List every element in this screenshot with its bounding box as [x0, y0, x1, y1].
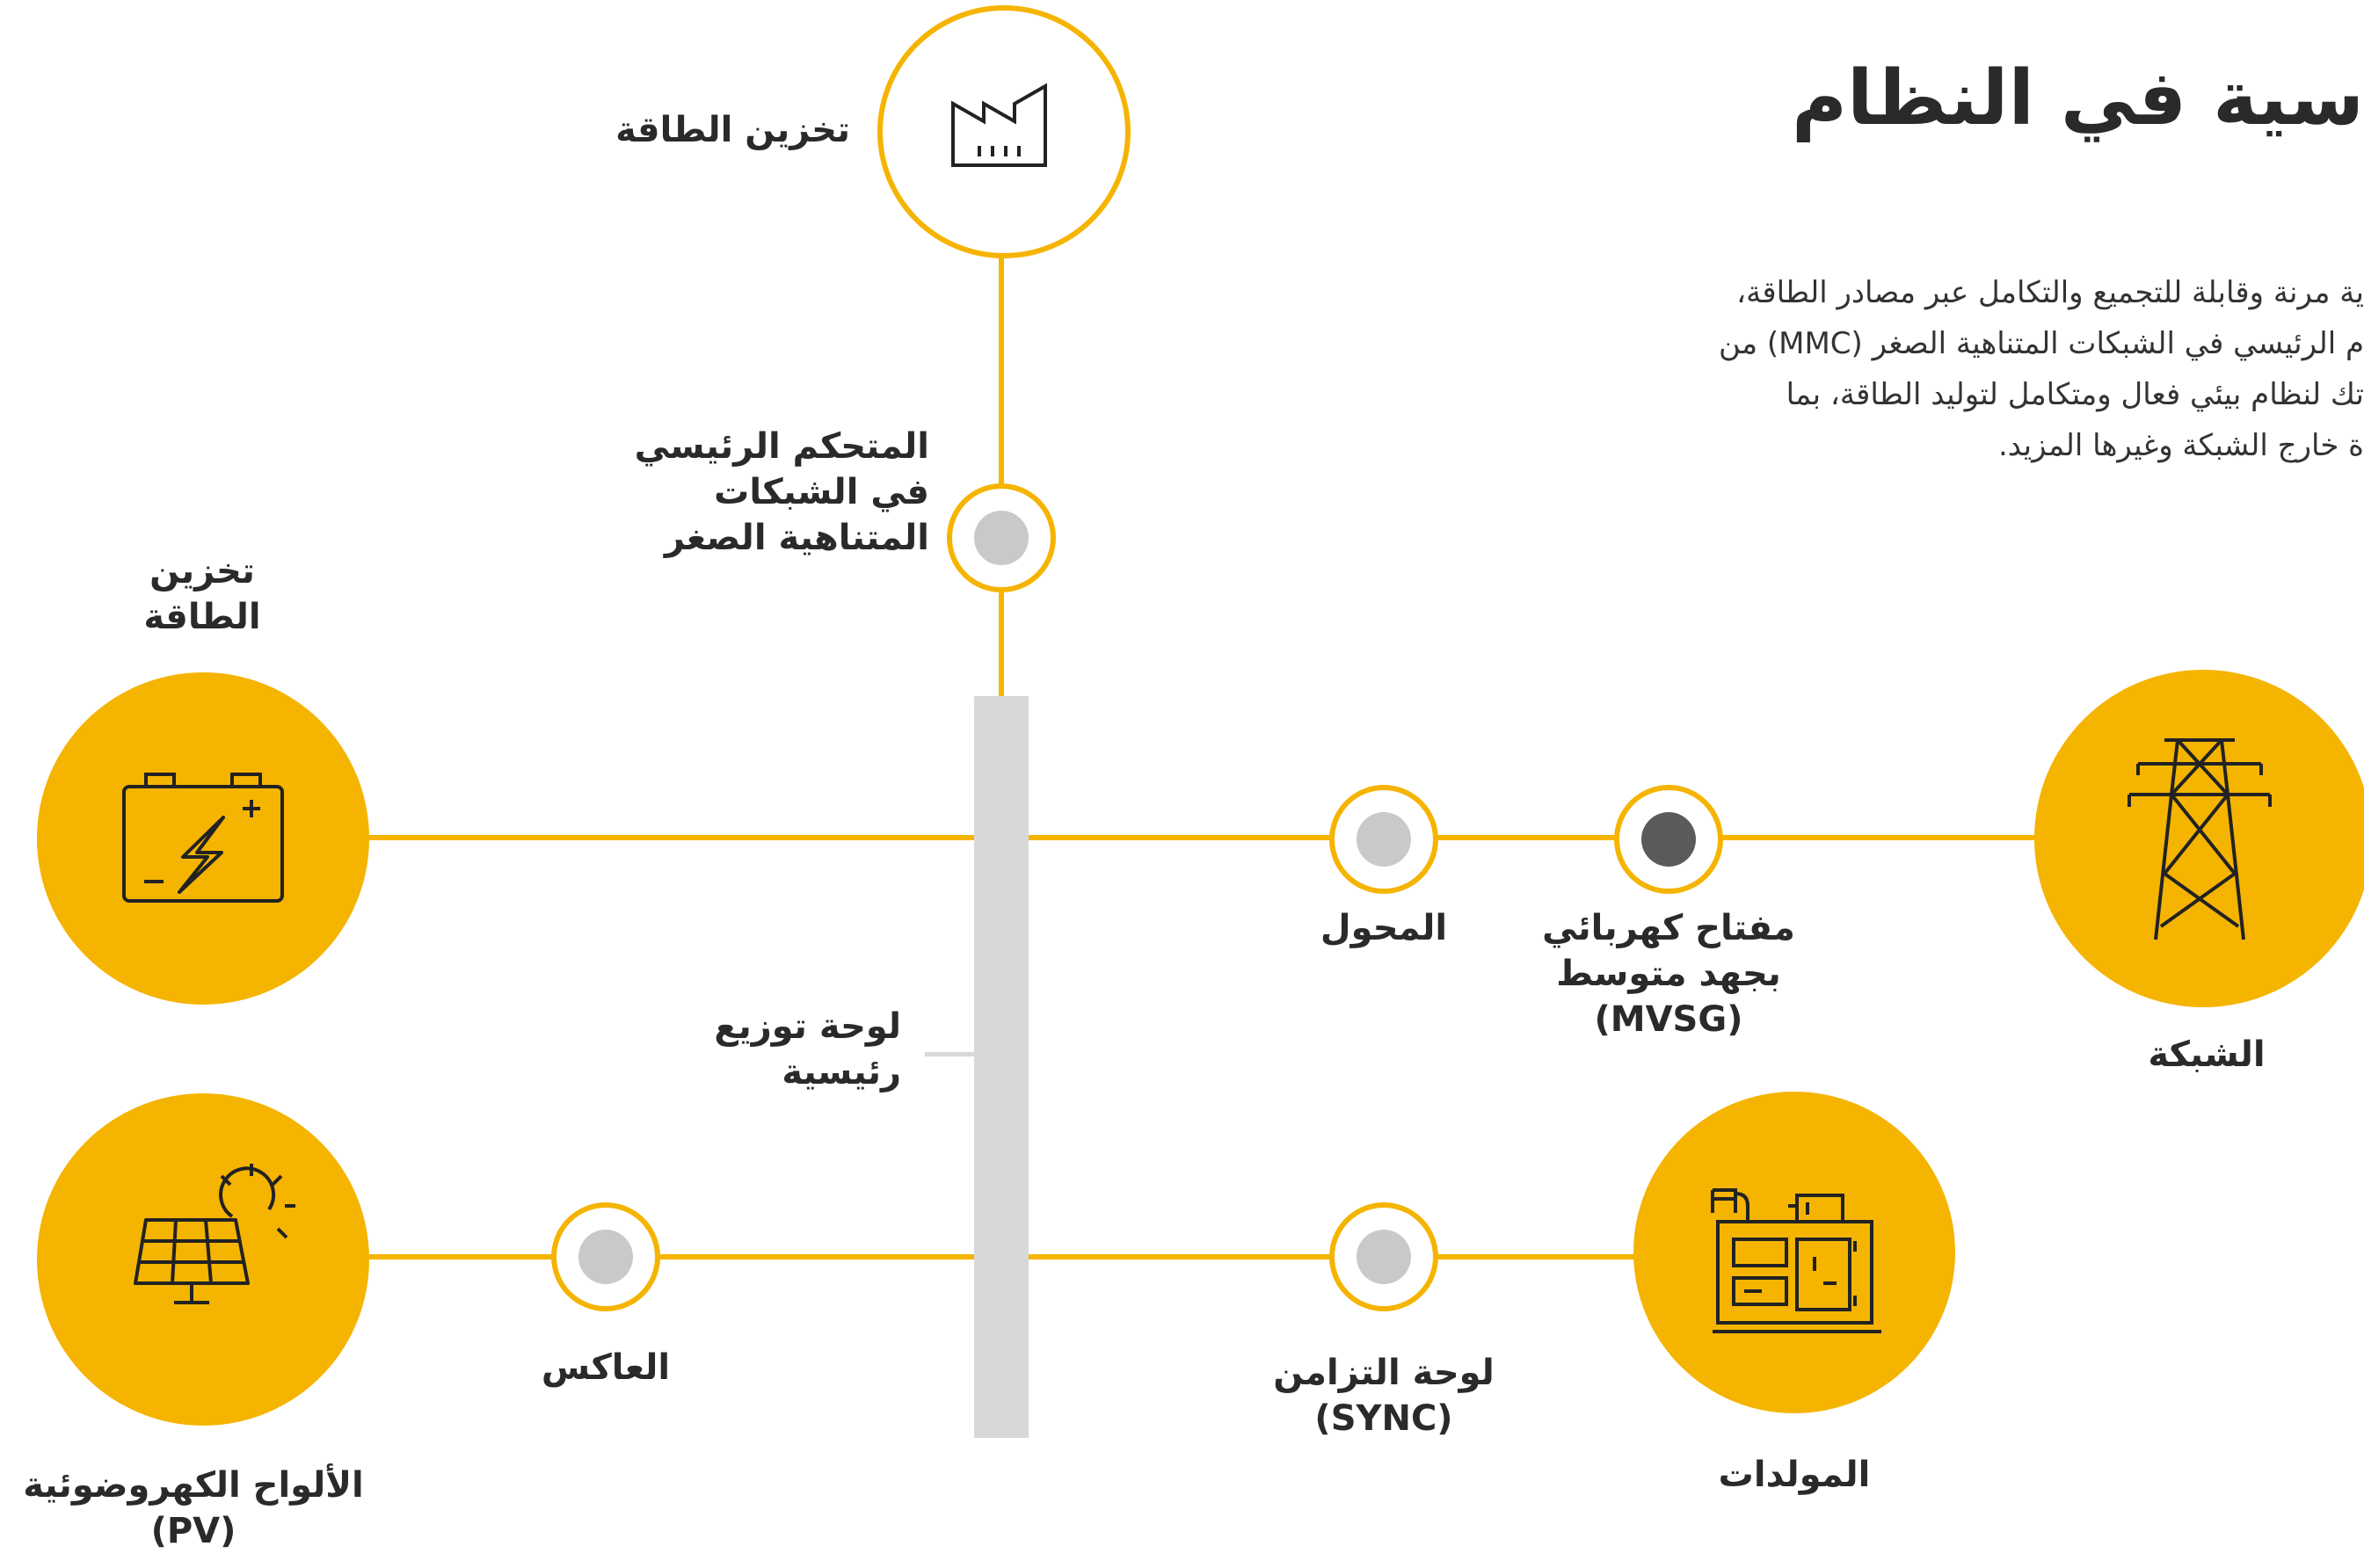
generators-node	[1633, 1092, 1955, 1413]
generator-icon	[1711, 1188, 1881, 1333]
main-distribution-busbar	[974, 696, 1029, 1438]
intro-paragraph: ية مرنة وقابلة للتجميع والتكامل عبر مصاد…	[1353, 267, 2364, 471]
mvsg-label-line: بجهد متوسط	[1556, 954, 1781, 994]
transformer-node	[1329, 785, 1438, 894]
paragraph-line: م الرئيسي في الشبكات المتناهية الصغر (MM…	[1718, 326, 2364, 361]
connector-storage	[360, 835, 976, 840]
grid-node	[2034, 670, 2364, 1007]
connector-pv	[360, 1254, 976, 1259]
battery-icon	[122, 773, 284, 903]
connector-vertical-top	[999, 255, 1004, 696]
busbar-label: لوحة توزيع رئيسية	[714, 1004, 901, 1095]
solar-panel-icon	[134, 1164, 295, 1304]
inverter-label: العاكس	[541, 1347, 671, 1388]
inverter-node	[551, 1202, 660, 1311]
sync-label-line: (SYNC)	[1314, 1398, 1453, 1439]
battery-storage-label: تخزين الطاقة	[114, 548, 290, 640]
paragraph-line: ية مرنة وقابلة للتجميع والتكامل عبر مصاد…	[1736, 275, 2364, 310]
battery-label-line: تخزين	[149, 551, 255, 592]
transmission-tower-icon	[2128, 738, 2272, 940]
paragraph-line: ة خارج الشبكة وغيرها المزيد.	[1997, 428, 2364, 463]
paragraph-line: تك لنظام بيئي فعال ومتكامل لتوليد الطاقة…	[1786, 377, 2364, 412]
top-storage-node	[877, 5, 1131, 258]
sync-label-line: لوحة التزامن	[1273, 1353, 1495, 1393]
mmc-label-line: المتناهية الصغر	[664, 518, 929, 558]
transformer-label: المحول	[1320, 908, 1448, 948]
page-title: سية في النظام	[1791, 54, 2364, 142]
mmc-label-line: المتحكم الرئيسي	[634, 426, 929, 467]
battery-storage-node	[37, 672, 369, 1005]
pv-label-line: (PV)	[150, 1511, 236, 1551]
pv-label-line: الألواح الكهروضوئية	[23, 1465, 364, 1506]
node-dot	[578, 1230, 633, 1284]
grid-label: الشبكة	[2148, 1034, 2266, 1075]
connector-grid	[1027, 835, 2064, 840]
mvsg-label-line: مفتاح كهربائي	[1542, 908, 1795, 948]
node-dot	[1641, 812, 1696, 867]
sync-label: لوحة التزامن (SYNC)	[1252, 1350, 1516, 1441]
top-storage-label: تخزين الطاقة	[615, 110, 850, 150]
mmc-label: المتحكم الرئيسي في الشبكات المتناهية الص…	[635, 424, 929, 561]
mvsg-node	[1614, 785, 1723, 894]
mvsg-label: مفتاح كهربائي بجهد متوسط (MVSG)	[1493, 905, 1844, 1042]
busbar-label-tick	[925, 1052, 974, 1056]
mmc-label-line: في الشبكات	[714, 472, 929, 512]
node-dot	[974, 511, 1029, 565]
generators-label: المولدات	[1718, 1455, 1871, 1495]
mvsg-label-line: (MVSG)	[1594, 999, 1743, 1040]
busbar-label-line: رئيسية	[782, 1052, 901, 1093]
factory-icon	[951, 83, 1047, 167]
pv-label: الألواح الكهروضوئية (PV)	[0, 1463, 387, 1554]
battery-label-line: الطاقة	[143, 597, 261, 637]
pv-node	[37, 1093, 369, 1426]
mmc-node	[947, 483, 1056, 592]
sync-node	[1329, 1202, 1438, 1311]
busbar-label-line: لوحة توزيع	[714, 1006, 901, 1047]
node-dot	[1357, 1230, 1411, 1284]
node-dot	[1357, 812, 1411, 867]
